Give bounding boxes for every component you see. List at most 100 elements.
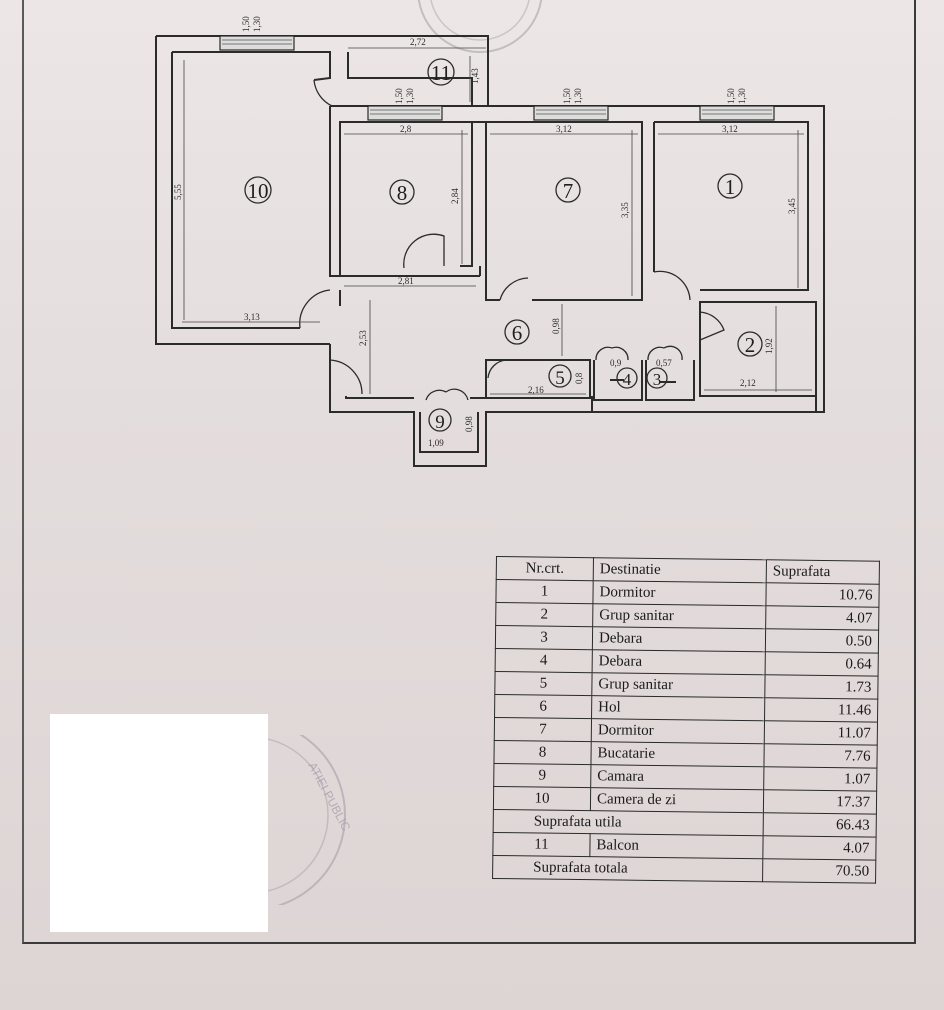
dim-2-16: 2,16 (528, 385, 544, 395)
row-dest: Grup sanitar (591, 672, 766, 698)
wall-room-10 (155, 35, 489, 345)
dim-2-81: 2,81 (398, 276, 414, 286)
room-1-label: 1 (725, 175, 736, 199)
door-room7 (499, 277, 529, 301)
row-nr: 7 (494, 717, 592, 742)
win-8-h: 1,30 (405, 88, 415, 104)
row-nr: 3 (495, 625, 593, 650)
useful-area-label: Suprafata utila (493, 809, 764, 836)
win-1-h: 1,30 (737, 88, 747, 104)
dim-2-8: 2,8 (400, 124, 412, 134)
win-7-h: 1,30 (573, 88, 583, 104)
row-sup: 1.07 (763, 766, 877, 792)
win-1-w: 1,50 (726, 88, 736, 104)
total-area-row: Suprafata totala 70.50 (492, 855, 876, 884)
win-8-w: 1,50 (394, 88, 404, 104)
row-dest: Debara (592, 626, 766, 652)
room-8-label: 8 (397, 181, 408, 205)
wall-room-7 (472, 121, 643, 301)
row-nr: 5 (494, 671, 593, 696)
row-nr: 2 (495, 602, 593, 627)
header-nr: Nr.crt. (496, 556, 594, 581)
dim-0-98-b: 0,98 (464, 416, 474, 432)
window-1 (699, 105, 775, 121)
row-nr: 4 (495, 648, 593, 673)
row-dest: Hol (591, 695, 765, 721)
dim-1-09: 1,09 (428, 438, 444, 448)
row-dest: Dormitor (592, 580, 767, 606)
redaction-box (50, 714, 268, 932)
row-dest: Grup sanitar (592, 603, 766, 629)
win-10-w: 1,50 (241, 16, 251, 32)
door-balcony (313, 79, 333, 107)
row-sup: 1.73 (764, 674, 879, 700)
surface-table: Nr.crt. Destinatie Suprafata 1 Dormitor … (492, 556, 880, 884)
dim-0-57: 0,57 (656, 358, 672, 368)
win-10-h: 1,30 (252, 16, 262, 32)
document-frame (22, 0, 916, 944)
dim-1-92: 1,92 (764, 338, 774, 354)
total-area-label: Suprafata totala (492, 855, 763, 882)
dim-0-9: 0,9 (610, 358, 622, 368)
room-10-label: 10 (248, 179, 269, 203)
dim-3-13: 3,13 (244, 312, 260, 322)
row-dest: Camara (590, 764, 764, 790)
room-11-label: 11 (431, 61, 451, 85)
row-sup: 17.37 (763, 789, 877, 815)
door-bath2 (699, 311, 725, 341)
dim-0-8: 0,8 (574, 372, 584, 384)
balcony-sup: 4.07 (762, 835, 877, 861)
room-9-label: 9 (435, 412, 445, 433)
room-5-label: 5 (555, 368, 565, 389)
window-10 (219, 35, 295, 51)
wall-room-5 (345, 359, 591, 399)
row-dest: Camera de zi (590, 787, 764, 813)
room-7-label: 7 (563, 179, 574, 203)
door-closet4 (595, 346, 629, 361)
row-sup: 11.07 (764, 720, 878, 746)
door-pantry (425, 388, 469, 401)
dim-1-43: 1,43 (470, 68, 480, 84)
row-nr: 6 (494, 694, 592, 719)
row-sup: 0.64 (765, 651, 879, 677)
door-closet3 (647, 345, 683, 361)
row-nr: 9 (493, 763, 591, 788)
wall-outer-right (330, 105, 825, 413)
row-sup: 4.07 (765, 605, 879, 631)
row-nr: 10 (493, 786, 591, 811)
room-6-label: 6 (512, 321, 523, 345)
dim-3-45: 3,45 (787, 198, 797, 214)
total-area-value: 70.50 (762, 858, 876, 884)
balcony-nr: 11 (492, 832, 591, 857)
row-dest: Bucatarie (590, 741, 765, 767)
door-entrance (329, 359, 363, 395)
wall-hall (329, 290, 593, 467)
win-7-w: 1,50 (562, 88, 572, 104)
wall-room-9 (419, 412, 479, 453)
notary-stamp-top (417, 0, 543, 53)
room-2-label: 2 (745, 333, 756, 357)
row-nr: 1 (495, 579, 594, 604)
dim-2-12: 2,12 (740, 378, 756, 388)
dim-5-55: 5,55 (173, 184, 183, 200)
row-sup: 7.76 (763, 743, 878, 769)
row-dest: Debara (592, 649, 766, 675)
dim-2-72: 2,72 (410, 37, 426, 47)
dim-3-35: 3,35 (620, 202, 630, 218)
balcony-dest: Balcon (589, 833, 764, 859)
wall-kitchen-bottom (340, 266, 481, 277)
row-sup: 0.50 (765, 628, 879, 654)
dim-2-53: 2,53 (358, 330, 368, 346)
wall-room-1 (653, 121, 809, 291)
door-kitchen (403, 233, 445, 269)
dim-2-84: 2,84 (450, 188, 460, 204)
dim-3-12-a: 3,12 (556, 124, 572, 134)
window-8 (367, 105, 443, 121)
door-room1 (653, 270, 691, 301)
dim-3-12-b: 3,12 (722, 124, 738, 134)
row-nr: 8 (493, 740, 592, 765)
row-sup: 11.46 (764, 697, 878, 723)
header-suprafata: Suprafata (766, 559, 880, 585)
dim-0-98: 0,98 (551, 318, 561, 334)
